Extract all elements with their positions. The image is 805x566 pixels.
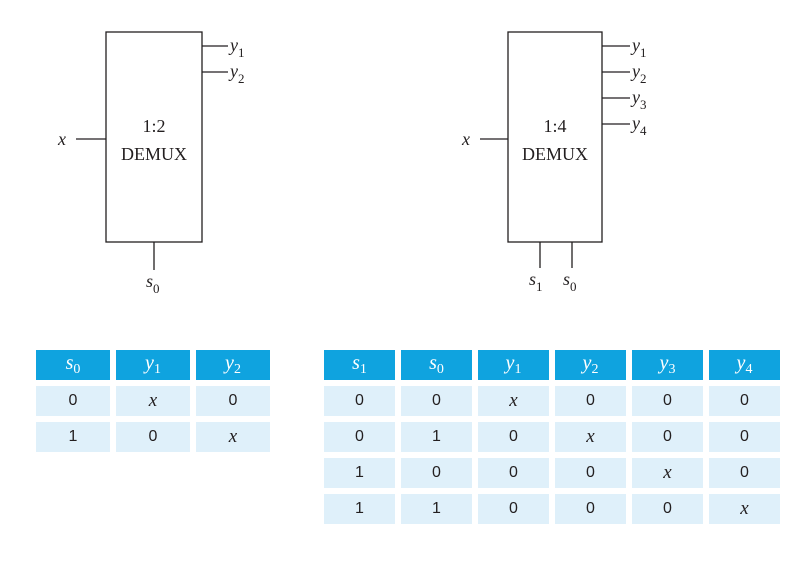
table-cell: 0	[709, 386, 780, 416]
demux-1to4-output-label-y1: y1	[630, 35, 647, 60]
header-s0: s0	[36, 350, 110, 380]
table-cell: 0	[196, 386, 270, 416]
header-y1: y1	[116, 350, 190, 380]
demux-1to4-output-label-y2: y2	[630, 61, 647, 86]
table-header-row: s0 y1 y2	[36, 350, 270, 380]
table-cell: 0	[632, 422, 703, 452]
table-cell: 0	[555, 386, 626, 416]
truth-table-1to4: s1 s0 y1 y2 y3 y4 0 0 x 0 0 0 0 1 0 x 0 …	[318, 344, 786, 530]
table-cell: 0	[709, 458, 780, 488]
header-y3: y3	[632, 350, 703, 380]
table-row: 1 1 0 0 0 x	[324, 494, 780, 524]
table-cell: 0	[555, 458, 626, 488]
table-row: 0 1 0 x 0 0	[324, 422, 780, 452]
table-cell: x	[632, 458, 703, 488]
table-cell: 0	[324, 422, 395, 452]
demux-1to2-title: DEMUX	[121, 144, 187, 164]
table-cell: 0	[36, 386, 110, 416]
table-cell: 0	[478, 422, 549, 452]
demux-1to2-input-label: x	[57, 129, 66, 149]
demux-1to4-title: DEMUX	[522, 144, 588, 164]
demux-1to2-box	[105, 31, 203, 243]
table-cell: 0	[116, 422, 190, 452]
header-y4: y4	[709, 350, 780, 380]
demux-1to4-select-label-s1: s1	[529, 269, 543, 294]
demux-diagrams: 1:2 DEMUX x y1 y2 s0 1:4 DEMUX x y1 y2 y…	[57, 31, 647, 296]
header-y1: y1	[478, 350, 549, 380]
table-cell: x	[116, 386, 190, 416]
header-y2: y2	[555, 350, 626, 380]
demux-1to4-output-label-y3: y3	[630, 87, 647, 112]
table-cell: 0	[632, 494, 703, 524]
demux-1to4-box	[507, 31, 603, 243]
table-cell: 0	[709, 422, 780, 452]
table-cell: 0	[478, 494, 549, 524]
table-cell: 1	[401, 422, 472, 452]
table-header-row: s1 s0 y1 y2 y3 y4	[324, 350, 780, 380]
demux-1to4-select-label-s0: s0	[563, 269, 577, 294]
table-cell: 0	[324, 386, 395, 416]
table-cell: 0	[632, 386, 703, 416]
table-row: 0 x 0	[36, 386, 270, 416]
table-cell: x	[555, 422, 626, 452]
table-cell: 0	[555, 494, 626, 524]
table-cell: 0	[478, 458, 549, 488]
header-y2: y2	[196, 350, 270, 380]
table-row: 1 0 x	[36, 422, 270, 452]
table-cell: 1	[36, 422, 110, 452]
table-row: 1 0 0 0 x 0	[324, 458, 780, 488]
table-row: 0 0 x 0 0 0	[324, 386, 780, 416]
table-cell: 1	[401, 494, 472, 524]
demux-1to4-block: 1:4 DEMUX x y1 y2 y3 y4 s1 s0	[461, 31, 647, 294]
table-cell: 1	[324, 458, 395, 488]
demux-1to4-ratio: 1:4	[543, 116, 566, 136]
demux-1to2-block: 1:2 DEMUX x y1 y2 s0	[57, 31, 245, 296]
table-cell: 0	[401, 386, 472, 416]
table-cell: x	[196, 422, 270, 452]
demux-1to4-output-label-y4: y4	[630, 113, 647, 138]
demux-1to4-input-label: x	[461, 129, 470, 149]
truth-table-1to2: s0 y1 y2 0 x 0 1 0 x	[30, 344, 276, 458]
demux-1to2-select-label-s0: s0	[146, 271, 160, 296]
demux-1to2-ratio: 1:2	[142, 116, 165, 136]
table-cell: x	[709, 494, 780, 524]
header-s1: s1	[324, 350, 395, 380]
table-cell: 0	[401, 458, 472, 488]
header-s0: s0	[401, 350, 472, 380]
demux-1to2-output-label-y1: y1	[228, 35, 245, 60]
demux-1to2-output-label-y2: y2	[228, 61, 245, 86]
table-cell: x	[478, 386, 549, 416]
table-cell: 1	[324, 494, 395, 524]
